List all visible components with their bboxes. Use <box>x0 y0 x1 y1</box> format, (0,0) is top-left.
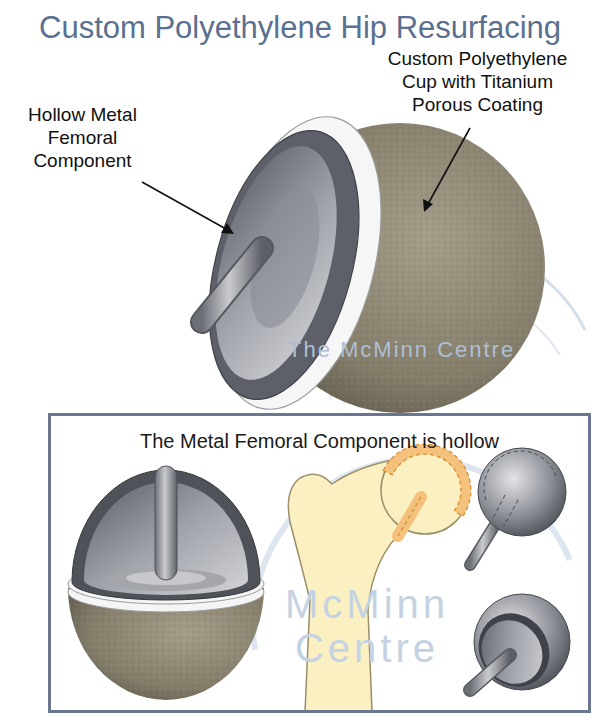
panel-heading: The Metal Femoral Component is hollow <box>51 430 588 453</box>
diagram-title: Custom Polyethylene Hip Resurfacing <box>39 10 561 46</box>
part-label: Hollow Metal Femoral Component <box>10 104 155 172</box>
caption-panel: The Metal Femoral Component is hollow <box>48 413 591 713</box>
watermark: The McMinn Centre <box>288 337 578 363</box>
part-label: Custom Polyethylene Cup with Titanium Po… <box>375 48 580 116</box>
watermark: McMinn Centre <box>262 582 472 670</box>
